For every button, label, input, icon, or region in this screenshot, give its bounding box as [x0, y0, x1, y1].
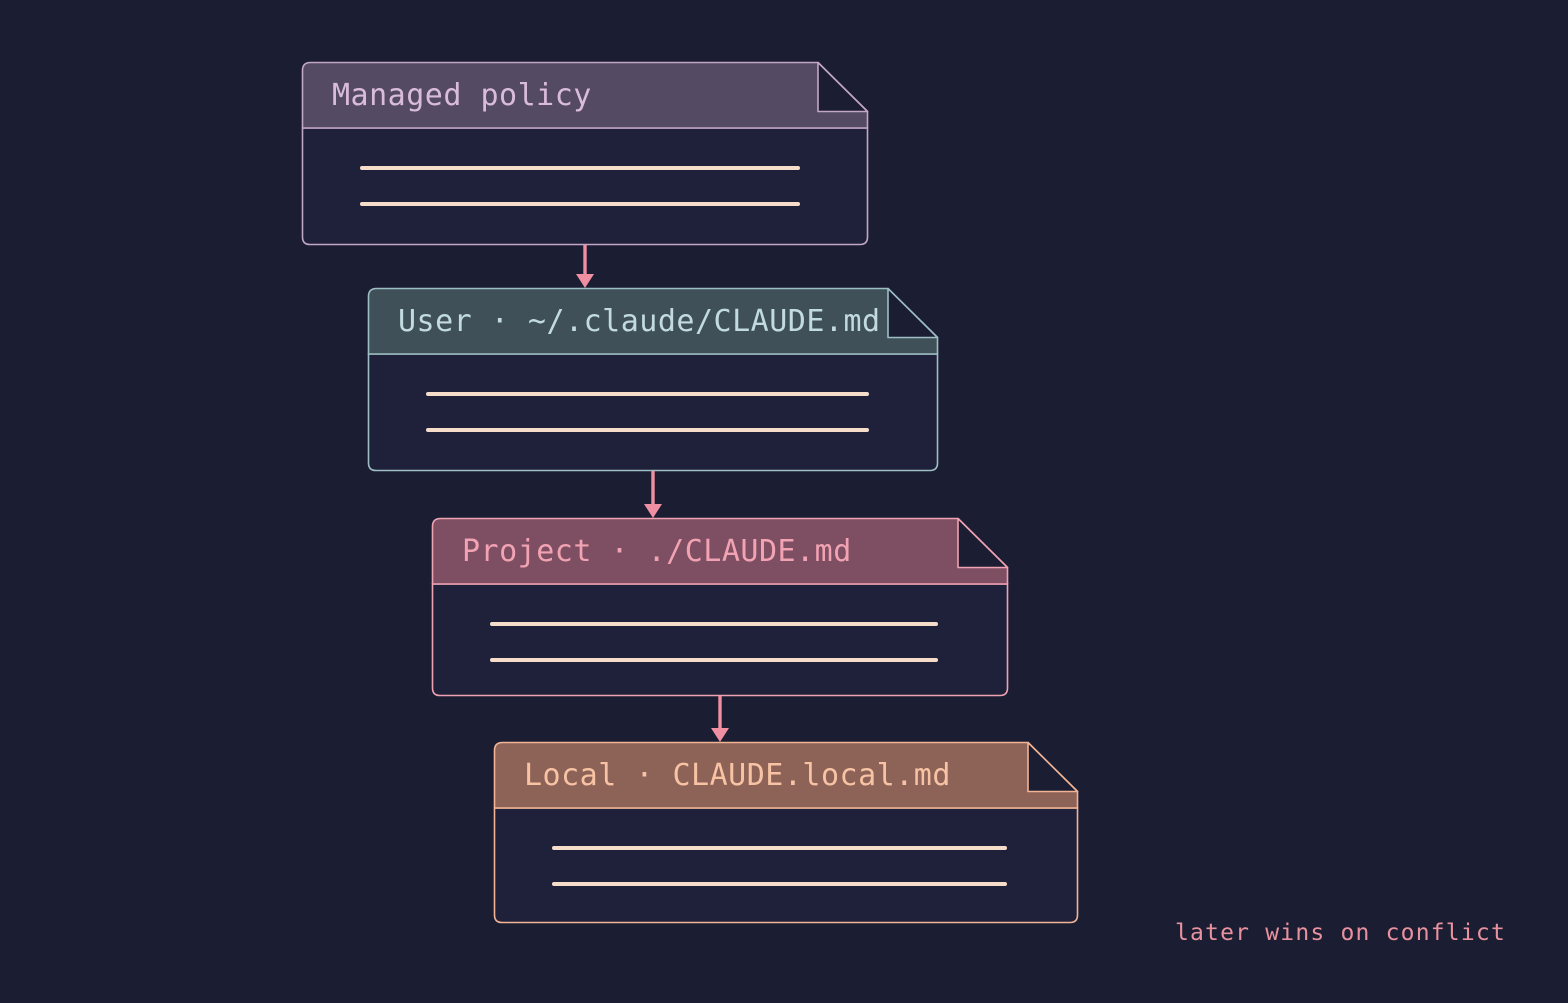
document-card-local-memory[interactable]: Local · CLAUDE.local.md — [493, 741, 1079, 924]
card-header-region — [431, 517, 1009, 585]
document-card-project-memory[interactable]: Project · ./CLAUDE.md — [431, 517, 1009, 697]
content-line — [490, 622, 938, 626]
card-content-lines — [332, 128, 868, 245]
card-header-region — [493, 741, 1079, 809]
dog-ear-fold-icon — [957, 517, 1009, 569]
content-line — [360, 202, 800, 206]
card-shape — [493, 741, 1079, 924]
arrow-managed-to-user-icon — [576, 245, 594, 288]
card-header-region — [301, 61, 869, 129]
card-body-region — [301, 127, 869, 246]
content-line — [360, 166, 800, 170]
dog-ear-fold-icon — [887, 287, 939, 339]
card-shape — [367, 287, 939, 472]
dog-ear-fold-icon — [817, 61, 869, 113]
card-shape — [301, 61, 869, 246]
content-line — [490, 658, 938, 662]
document-card-user-memory[interactable]: User · ~/.claude/CLAUDE.md — [367, 287, 939, 472]
card-content-lines — [398, 354, 938, 471]
card-body-region — [367, 353, 939, 472]
content-line — [426, 392, 869, 396]
content-line — [426, 428, 869, 432]
dog-ear-fold-icon — [1027, 741, 1079, 793]
conflict-note: later wins on conflict — [1174, 920, 1506, 946]
content-line — [552, 882, 1007, 886]
arrow-user-to-project-icon — [644, 471, 662, 518]
arrow-project-to-local-icon — [711, 696, 729, 742]
card-content-lines — [462, 584, 1008, 696]
card-body-region — [431, 583, 1009, 697]
card-content-lines — [524, 808, 1078, 923]
card-body-region — [493, 807, 1079, 924]
content-line — [552, 846, 1007, 850]
document-card-managed-policy[interactable]: Managed policy — [301, 61, 869, 246]
card-header-region — [367, 287, 939, 355]
card-shape — [431, 517, 1009, 697]
